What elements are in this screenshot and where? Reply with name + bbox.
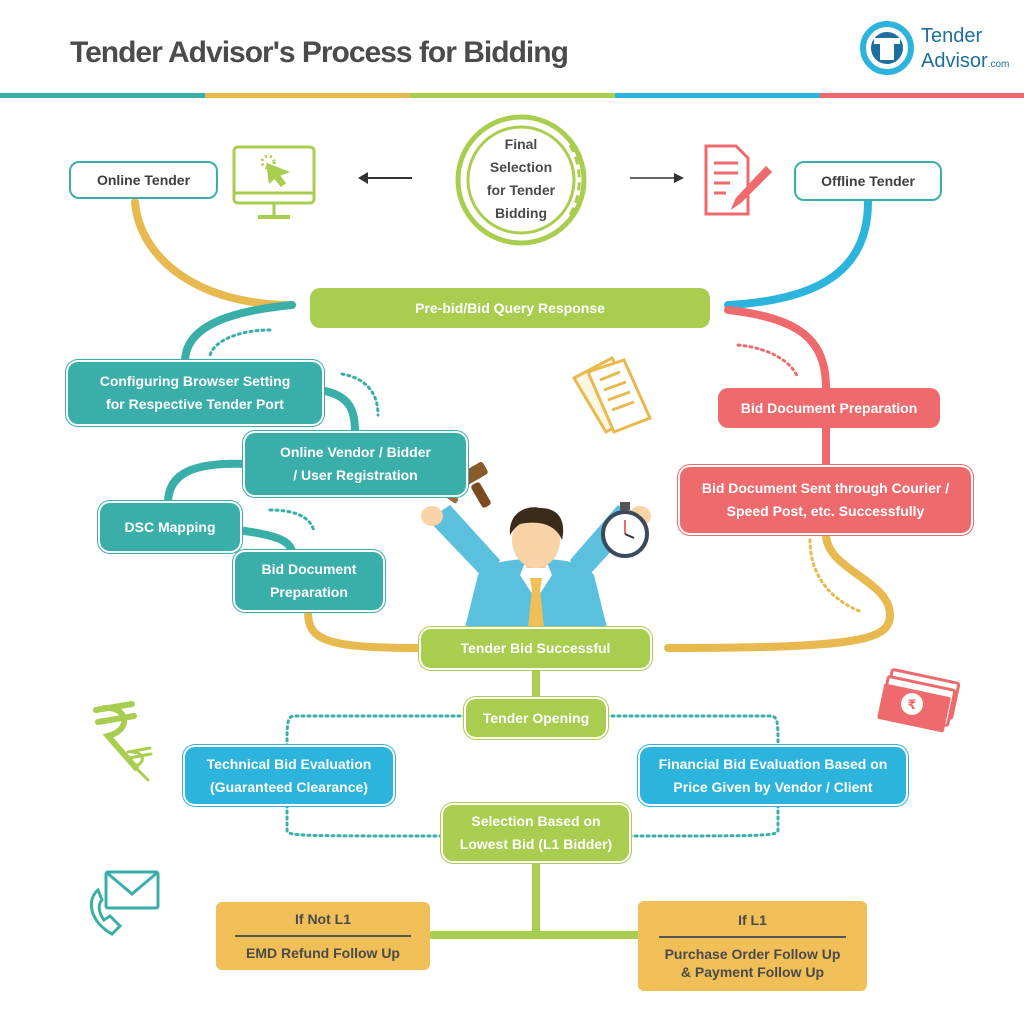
header-stripe (0, 93, 1024, 98)
page-title: Tender Advisor's Process for Bidding (70, 36, 569, 69)
financial-evaluation-node: Financial Bid Evaluation Based on Price … (640, 747, 906, 804)
monitor-cursor-icon (232, 145, 316, 219)
tender-opening-node: Tender Opening (466, 699, 606, 737)
if-l1-title: If L1 (738, 912, 767, 929)
sent-dotted-line (808, 538, 864, 614)
if-not-l1-title: If Not L1 (295, 911, 351, 928)
vendor-to-dsc-line (164, 459, 252, 507)
opening-to-technical-dotted (285, 714, 468, 750)
sent-to-success-line (664, 530, 895, 652)
emd-refund-label: EMD Refund Follow Up (246, 944, 400, 961)
bid-document-online-node: Bid Document Preparation (235, 552, 383, 610)
logo-text-line1: Tender (921, 25, 983, 47)
logo-text-line2: Advisor.com (921, 50, 1009, 73)
phone-mail-icon (89, 870, 160, 936)
money-stack-icon: ₹ (877, 668, 961, 733)
financial-to-selection-dotted (628, 803, 780, 838)
config-to-vendor-line (316, 386, 359, 436)
final-selection-label: Final Selection for Tender Bidding (486, 136, 556, 221)
rupee-icon (93, 701, 153, 782)
dsc-mapping-node: DSC Mapping (100, 503, 240, 551)
opening-to-financial-dotted (604, 714, 780, 750)
svg-text:₹: ₹ (907, 698, 916, 713)
vendor-registration-node: Online Vendor / Bidder / User Registrati… (245, 433, 466, 495)
online-tender-node: Online Tender (69, 161, 218, 199)
prebid-to-config-line (181, 301, 296, 366)
dsc-to-biddoc-line (234, 526, 296, 556)
divider (235, 935, 411, 937)
biddoc-to-success-line (304, 608, 424, 652)
tender-bid-successful-node: Tender Bid Successful (421, 629, 650, 668)
right-arrow-icon (630, 173, 684, 183)
divider (658, 936, 847, 938)
bid-document-offline-node: Bid Document Preparation (718, 388, 940, 428)
technical-to-selection-dotted (285, 803, 444, 838)
bid-document-sent-node: Bid Document Sent through Courier / Spee… (680, 467, 971, 533)
left-arrow-icon (358, 172, 412, 184)
stopwatch-icon (601, 502, 649, 558)
if-not-l1-box: If Not L1 EMD Refund Follow Up (216, 902, 430, 970)
prebid-query-node: Pre-bid/Bid Query Response (310, 288, 710, 328)
document-pen-icon (704, 144, 773, 216)
config-side-dotted (340, 372, 380, 417)
purchase-order-label: Purchase Order Follow Up & Payment Follo… (664, 945, 841, 980)
final-selection-circle (455, 114, 587, 246)
config-dotted-line (208, 328, 272, 357)
configure-browser-node: Configuring Browser Setting for Respecti… (68, 362, 322, 424)
technical-evaluation-node: Technical Bid Evaluation (Guaranteed Cle… (185, 747, 393, 804)
logo-text-suffix: .com (987, 59, 1010, 70)
online-to-prebid-line (131, 198, 296, 309)
dsc-side-dotted (268, 508, 316, 534)
offline-to-prebid-line (724, 198, 872, 309)
selection-l1-node: Selection Based on Lowest Bid (L1 Bidder… (443, 805, 629, 861)
offline-doc-dotted (736, 343, 800, 380)
logo-text-main: Advisor (921, 50, 988, 72)
if-l1-box: If L1 Purchase Order Follow Up & Payment… (638, 901, 867, 991)
documents-icon (571, 355, 653, 435)
offline-tender-node: Offline Tender (794, 161, 942, 201)
logo-icon (860, 21, 914, 75)
prebid-to-offline-doc-line (724, 306, 830, 392)
